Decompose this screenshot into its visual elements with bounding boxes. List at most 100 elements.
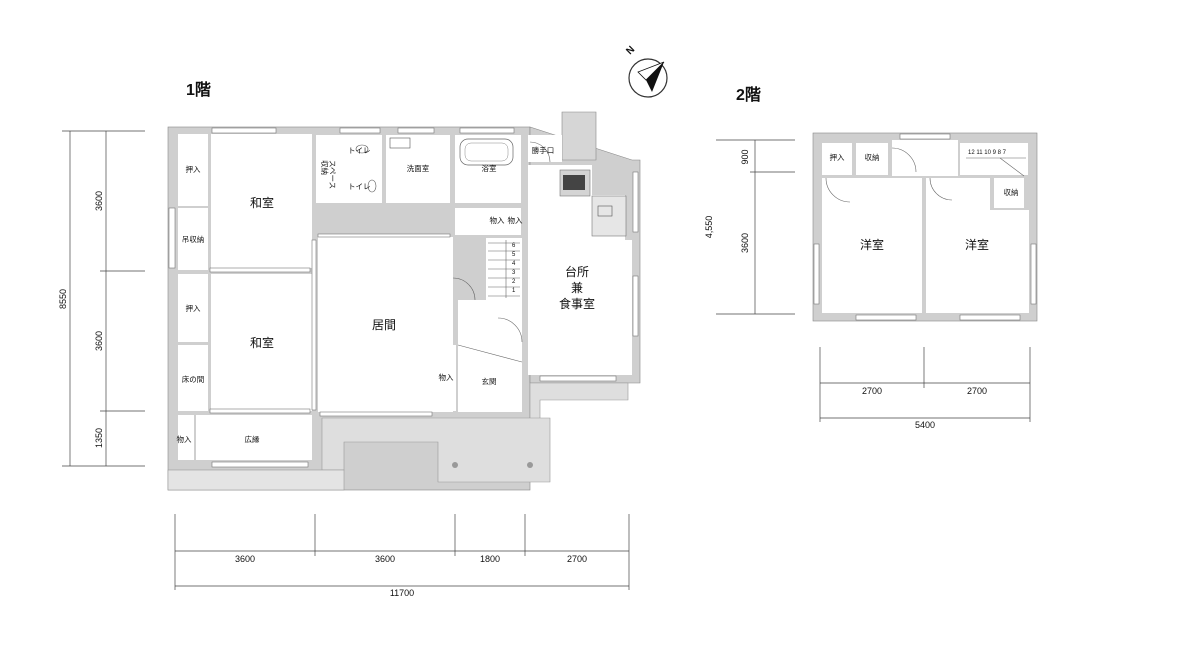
sliding-door bbox=[319, 411, 433, 417]
compass-north-label: N bbox=[624, 44, 637, 57]
floor2-vdim-2: 3600 bbox=[740, 233, 750, 253]
floor1-terrace bbox=[321, 382, 629, 483]
room-oshiire1: 押入 bbox=[186, 164, 201, 174]
washitsu-top-floor bbox=[211, 134, 312, 268]
f2-shuno-a-floor bbox=[856, 143, 888, 175]
stair-step-4: 4 bbox=[512, 261, 516, 267]
window bbox=[211, 127, 277, 134]
room-ima: 居間 bbox=[372, 318, 396, 332]
door-arc bbox=[825, 177, 851, 203]
window bbox=[397, 127, 435, 134]
floor1-hdim-2: 3600 bbox=[375, 554, 395, 564]
floor2-horizontal-dimensions: 2700 2700 5400 bbox=[819, 347, 1031, 430]
room-genkan: 玄関 bbox=[482, 376, 497, 386]
room-senmen: 洗面室 bbox=[407, 163, 430, 173]
window bbox=[959, 314, 1021, 321]
window bbox=[168, 207, 176, 269]
room-mono-a: 物入 bbox=[490, 215, 505, 225]
mono-ab-floor bbox=[455, 208, 521, 235]
room-mono-genkan: 物入 bbox=[439, 372, 454, 382]
bathtub bbox=[459, 138, 514, 166]
floor1-horizontal-dimensions: 3600 3600 1800 2700 11700 bbox=[174, 514, 630, 598]
compass-icon: N bbox=[624, 44, 668, 98]
floor1-vdim-1: 3600 bbox=[94, 191, 104, 211]
window bbox=[899, 133, 951, 140]
floor2-hdim-total: 5400 bbox=[915, 420, 935, 430]
floor1-vdim-total: 8550 bbox=[58, 289, 68, 309]
window bbox=[855, 314, 917, 321]
genkan-hall-floor bbox=[458, 300, 522, 412]
stair-step-2: 2 bbox=[512, 279, 516, 285]
hiroen-floor bbox=[196, 415, 312, 460]
terrace-marker bbox=[452, 462, 458, 468]
room-katteguchi: 勝手口 bbox=[532, 145, 555, 155]
room-yoshitsu-left: 洋室 bbox=[860, 237, 884, 252]
room-yokushitsu: 浴室 bbox=[482, 163, 497, 173]
room-tsurishuno: 吊収納 bbox=[182, 234, 205, 244]
room-f2-oshiire: 押入 bbox=[830, 152, 845, 162]
room-kitchen-line3: 食事室 bbox=[559, 296, 595, 311]
floor1-vdim-3: 1350 bbox=[94, 428, 104, 448]
room-mono-b: 物入 bbox=[508, 215, 523, 225]
genkan-step-line bbox=[457, 344, 523, 363]
oshiire2-floor bbox=[178, 274, 208, 342]
floor1-title: 1階 bbox=[186, 81, 211, 99]
f2-stairs-numbers: 12 11 10 9 8 7 bbox=[968, 150, 1007, 156]
tokonoma-floor bbox=[178, 345, 208, 411]
floor1-hdim-total: 11700 bbox=[390, 588, 414, 598]
door-arc bbox=[529, 141, 551, 163]
f2-yoshitsu-left-floor bbox=[822, 178, 922, 313]
floor2-hdim-1: 2700 bbox=[862, 386, 882, 396]
window bbox=[211, 461, 309, 468]
mono-bottom-floor bbox=[178, 415, 194, 460]
ima-floor bbox=[318, 237, 453, 412]
floor2-title: 2階 bbox=[736, 86, 761, 104]
washbasin bbox=[389, 137, 411, 149]
washitsu-bottom-floor bbox=[211, 274, 312, 411]
mono-genkan-floor bbox=[436, 345, 456, 411]
stair-step-1: 1 bbox=[512, 288, 516, 294]
floor1-katteguchi-step bbox=[561, 111, 597, 161]
room-tokonoma: 床の間 bbox=[182, 374, 205, 384]
window bbox=[459, 127, 515, 134]
floor1-hdim-3: 1800 bbox=[480, 554, 500, 564]
door-arc bbox=[497, 317, 523, 343]
tsurishuno-floor bbox=[178, 208, 208, 270]
f2-yoshitsu-right-floor bbox=[926, 178, 1029, 313]
door-arc bbox=[452, 277, 476, 301]
door-arc bbox=[929, 177, 953, 201]
floor1-hdim-1: 3600 bbox=[235, 554, 255, 564]
window bbox=[1030, 243, 1037, 305]
stair-step-5: 5 bbox=[512, 252, 516, 258]
window bbox=[813, 243, 820, 305]
window bbox=[539, 375, 617, 382]
toilet2-fixture bbox=[367, 179, 377, 193]
sink bbox=[597, 205, 613, 217]
room-kitchen-line1: 台所 bbox=[565, 264, 589, 279]
sliding-door bbox=[209, 408, 311, 414]
floor2-vdim-total: 4,550 bbox=[704, 216, 714, 239]
door-arc bbox=[891, 147, 917, 173]
floor2-hdim-2: 2700 bbox=[967, 386, 987, 396]
sliding-door bbox=[317, 233, 451, 238]
floor1-plan: 1階 和室 和室 居間 台所 兼 食事室 押入 吊収納 押入 床の間 物入 広縁… bbox=[58, 81, 641, 598]
floor2-vdim-1: 900 bbox=[740, 149, 750, 164]
toilet1-fixture bbox=[355, 144, 369, 154]
floor1-terrace-south bbox=[167, 469, 345, 491]
room-washitsu-bottom: 和室 bbox=[250, 335, 274, 350]
window bbox=[339, 127, 381, 134]
stove-top bbox=[563, 175, 585, 190]
room-oshiire2: 押入 bbox=[186, 303, 201, 313]
f2-stairs-floor bbox=[960, 143, 1028, 175]
room-washitsu-top: 和室 bbox=[250, 195, 274, 210]
room-toilet2: トイレ bbox=[348, 182, 371, 191]
room-shuno-1: 収納 bbox=[320, 160, 330, 175]
sliding-door bbox=[311, 239, 317, 411]
floor2-plan: 2階 洋室 洋室 押入 収納 収納 12 11 10 9 8 7 900 360… bbox=[704, 86, 1038, 430]
f2-stair-line bbox=[999, 157, 1025, 177]
room-yoshitsu-right: 洋室 bbox=[965, 237, 989, 252]
room-shuno-2: スペース bbox=[328, 160, 337, 189]
f2-hall-floor bbox=[892, 140, 958, 176]
oshiire1-floor bbox=[178, 134, 208, 206]
